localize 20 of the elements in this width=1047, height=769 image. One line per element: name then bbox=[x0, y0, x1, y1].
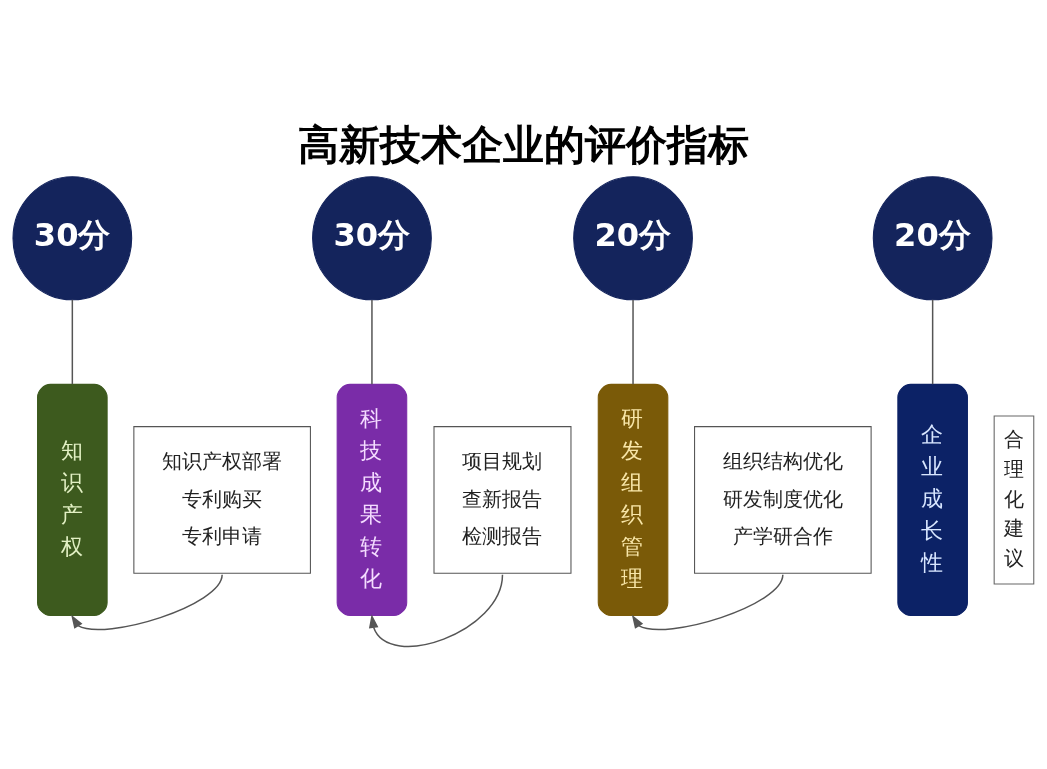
connector bbox=[71, 298, 74, 385]
node-box: 知识产权部署 专利购买 专利申请 bbox=[133, 425, 311, 574]
node-box: 企业成长性 bbox=[897, 383, 968, 616]
node-box: 合理化建议 bbox=[993, 414, 1035, 584]
node-circle: 20分 bbox=[573, 175, 693, 300]
arrow bbox=[71, 573, 223, 630]
node-box: 组织结构优化 研发制度优化 产学研合作 bbox=[694, 425, 872, 574]
node-box: 知识产权 bbox=[37, 383, 108, 616]
node-box: 项目规划 查新报告 检测报告 bbox=[433, 425, 572, 574]
node-circle: 20分 bbox=[872, 175, 993, 300]
connector bbox=[371, 298, 373, 385]
node-circle: 30分 bbox=[12, 175, 133, 300]
arrow bbox=[368, 573, 504, 647]
node-box: 研发组织管理 bbox=[597, 383, 669, 616]
diagram-title: 高新技术企业的评价指标 bbox=[298, 120, 750, 169]
arrow bbox=[631, 573, 784, 630]
node-circle: 30分 bbox=[312, 175, 432, 300]
node-box: 科技成果转化 bbox=[336, 383, 408, 616]
connector bbox=[632, 298, 634, 385]
connector bbox=[931, 298, 934, 385]
